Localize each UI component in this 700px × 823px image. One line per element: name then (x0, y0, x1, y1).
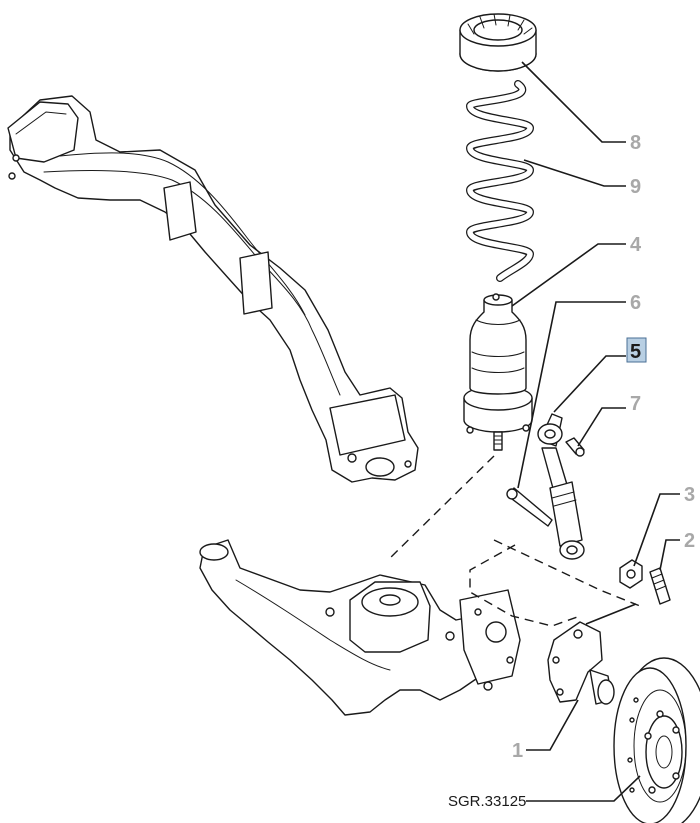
callout-label-9: 9 (630, 176, 641, 198)
assembly-lines (387, 455, 641, 627)
callout-1: 1 (512, 740, 523, 762)
small-bolt (565, 437, 585, 457)
callout-label-5: 5 (630, 341, 641, 363)
shock-absorber (537, 413, 585, 560)
stub-axle (547, 621, 615, 705)
drawing-reference-code: SGR.33125 (448, 793, 526, 810)
callout-9: 9 (630, 176, 641, 198)
callout-label-6: 6 (630, 292, 641, 314)
lower-axle-beam (199, 539, 521, 716)
callout-2: 2 (684, 530, 695, 552)
stud (649, 567, 671, 605)
callout-label-1: 1 (512, 740, 523, 762)
callout-5-highlighted: 5 (626, 337, 647, 363)
upper-axle-beam (7, 95, 419, 483)
coil-spring (466, 80, 534, 282)
nut (619, 559, 643, 589)
callout-label-4: 4 (630, 234, 642, 256)
brake-drum (613, 657, 700, 823)
callout-4: 4 (630, 234, 642, 256)
bump-stop-assembly (463, 293, 533, 451)
callout-7: 7 (630, 393, 641, 415)
callout-label-7: 7 (630, 393, 641, 415)
callout-8: 8 (630, 132, 641, 154)
callout-5-highlight-box (626, 337, 647, 363)
callout-6: 6 (630, 292, 641, 314)
callout-label-3: 3 (684, 484, 695, 506)
callout-label-2: 2 (684, 530, 695, 552)
leader-lines (511, 61, 680, 802)
callout-label-8: 8 (630, 132, 641, 154)
long-bolt (506, 487, 553, 527)
callout-3: 3 (684, 484, 695, 506)
spring-upper-seat (459, 13, 537, 72)
